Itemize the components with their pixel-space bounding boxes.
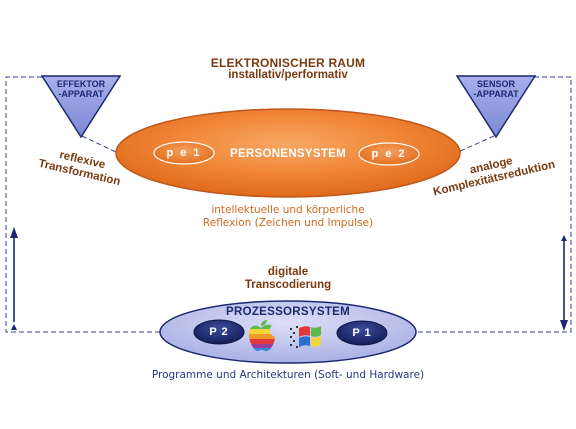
processor-caption: Programme und Architekturen (Soft- und H… bbox=[151, 369, 425, 381]
effector-line2: -APPARAT bbox=[58, 89, 104, 99]
windows-logo-icon bbox=[290, 326, 321, 348]
sensor-triangle bbox=[455, 75, 537, 139]
right-down-arrow bbox=[560, 235, 568, 331]
diagram-subtitle: installativ/performativ bbox=[228, 69, 348, 81]
p1-label: P 1 bbox=[352, 327, 372, 339]
p2-ellipse bbox=[193, 319, 245, 345]
sensor-connector bbox=[455, 135, 495, 154]
pe1-ellipse bbox=[153, 141, 215, 165]
reflection-line2: Reflexion (Zeichen und Impulse) bbox=[202, 217, 374, 229]
personensystem-label: PERSONENSYSTEM bbox=[229, 148, 347, 160]
effector-triangle bbox=[40, 75, 122, 139]
sensor-line1: SENSOR bbox=[476, 79, 515, 89]
reflection-line1: intellektuelle und körperliche bbox=[211, 204, 365, 216]
frame-left-line bbox=[5, 76, 160, 333]
pe1-label: p e 1 bbox=[166, 147, 202, 159]
effector-line1: EFFEKTOR bbox=[56, 79, 106, 89]
left-up-arrow bbox=[10, 227, 18, 330]
prozessorsystem-label: PROZESSORSYSTEM bbox=[226, 306, 350, 318]
pe2-ellipse bbox=[358, 142, 420, 166]
transcoding-line2: Transcodierung bbox=[244, 279, 332, 291]
frame-right-line bbox=[418, 76, 572, 333]
pe2-label: p e 2 bbox=[371, 148, 407, 160]
personensystem-ellipse bbox=[115, 108, 461, 198]
p1-ellipse bbox=[336, 320, 388, 346]
sensor-label: SENSOR -APPARAT bbox=[457, 79, 535, 99]
dashed-frame bbox=[5, 76, 572, 333]
sensor-line2: -APPARAT bbox=[473, 89, 519, 99]
effector-label: EFFEKTOR -APPARAT bbox=[42, 79, 120, 99]
prozessorsystem-ellipse bbox=[159, 300, 417, 364]
diagram-title: ELEKTRONISCHER RAUM bbox=[210, 56, 366, 70]
effector-connector bbox=[81, 135, 119, 154]
p2-label: P 2 bbox=[209, 326, 229, 338]
transcoding-line1: digitale bbox=[267, 266, 309, 278]
